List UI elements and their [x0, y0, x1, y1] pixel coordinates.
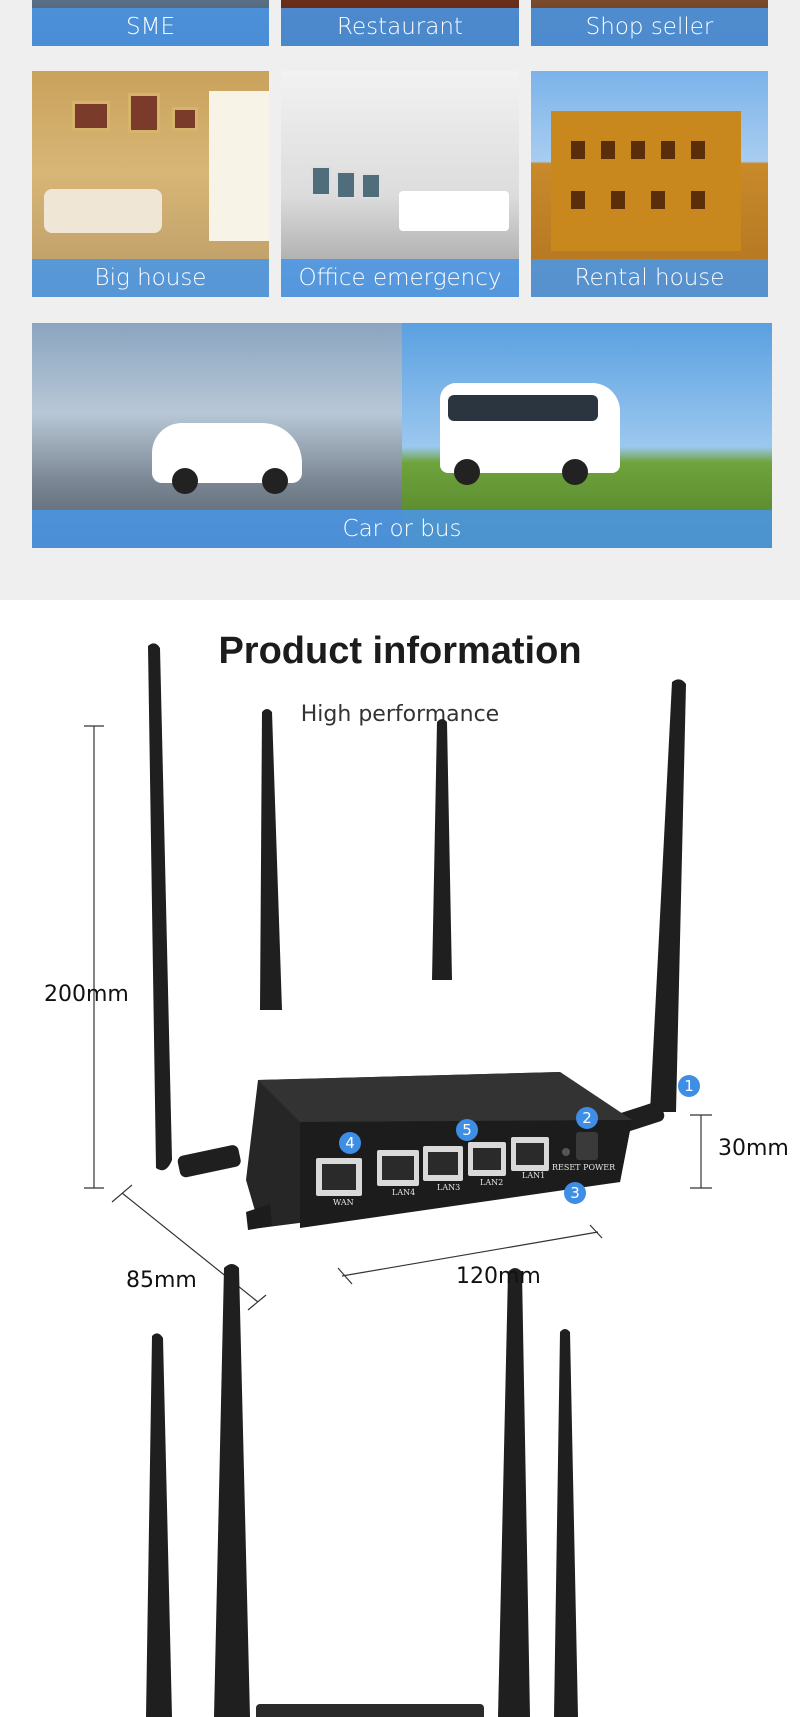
car-wheel — [262, 468, 288, 494]
usage-scenarios-section: SME Restaurant Shop seller Big house Off… — [0, 0, 800, 600]
building-window — [611, 191, 625, 209]
port-label-lan3: LAN3 — [437, 1183, 460, 1192]
building-window — [631, 141, 645, 159]
ethernet-port-lan1 — [511, 1137, 549, 1171]
callout-badge-2: 2 — [576, 1107, 598, 1129]
scenario-caption: Big house — [32, 259, 269, 297]
scenario-caption: Car or bus — [32, 510, 772, 548]
scenario-tile-rental-house: Rental house — [531, 71, 768, 297]
antenna — [148, 643, 241, 1178]
scenario-tile-restaurant: Restaurant — [281, 0, 519, 46]
picture-frame — [172, 107, 198, 131]
height-dimension-line — [84, 725, 104, 1189]
scenario-tile-big-house: Big house — [32, 71, 269, 297]
ethernet-port-lan2 — [468, 1142, 506, 1176]
scenario-caption: Shop seller — [531, 8, 768, 46]
router-dimension-diagram: WAN LAN4 LAN3 LAN2 LAN1 RESET POWER — [84, 643, 712, 1717]
video-screen — [336, 171, 356, 199]
car-wheel — [172, 468, 198, 494]
callout-badge-3: 3 — [564, 1182, 586, 1204]
antenna — [611, 679, 686, 1134]
callout-badge-4: 4 — [339, 1132, 361, 1154]
ethernet-port-wan — [316, 1158, 362, 1196]
scenario-caption: SME — [32, 8, 269, 46]
bus-wheel — [454, 459, 480, 485]
height-dimension-label: 200mm — [44, 982, 129, 1007]
antenna — [432, 719, 452, 980]
building-window — [691, 141, 705, 159]
picture-frame — [72, 101, 110, 131]
section-subtitle: High performance — [300, 702, 500, 727]
depth-dimension-label: 85mm — [126, 1268, 197, 1293]
section-title: Product information — [218, 630, 582, 672]
callout-badge-5: 5 — [456, 1119, 478, 1141]
callout-badge-1: 1 — [678, 1075, 700, 1097]
port-label-lan4: LAN4 — [392, 1188, 415, 1197]
bus-wheel — [562, 459, 588, 485]
conference-table — [399, 191, 509, 231]
video-screen — [311, 166, 331, 196]
bus-windshield — [448, 395, 598, 421]
building-window — [651, 191, 665, 209]
antenna — [260, 709, 282, 1010]
width-dimension-line — [337, 1224, 603, 1285]
power-jack — [576, 1132, 598, 1160]
building-window — [661, 141, 675, 159]
width-dimension-label: 120mm — [456, 1264, 541, 1289]
body-height-dimension-label: 30mm — [718, 1136, 789, 1161]
scenario-caption: Office emergency — [281, 259, 519, 297]
sofa — [44, 189, 162, 233]
scenario-tile-office-emergency: Office emergency — [281, 71, 519, 297]
building — [551, 111, 741, 251]
building-window — [691, 191, 705, 209]
scenario-caption: Rental house — [531, 259, 768, 297]
body-height-dimension-line — [690, 1114, 712, 1189]
port-label-wan: WAN — [333, 1198, 354, 1207]
ethernet-port-lan3 — [423, 1146, 463, 1181]
picture-frame — [128, 93, 160, 133]
port-label-lan1: LAN1 — [522, 1171, 545, 1180]
scenario-tile-car-or-bus: Car or bus — [32, 323, 772, 548]
port-label-reset-power: RESET POWER — [552, 1163, 616, 1172]
scenario-tile-shop-seller: Shop seller — [531, 0, 768, 46]
router-second-view — [146, 1264, 578, 1717]
building-window — [571, 191, 585, 209]
product-information-section: Product information High performance — [0, 600, 800, 1717]
scenario-caption: Restaurant — [281, 8, 519, 46]
reset-button — [562, 1148, 570, 1156]
port-label-lan2: LAN2 — [480, 1178, 503, 1187]
video-screen — [361, 173, 381, 199]
ethernet-port-lan4 — [377, 1150, 419, 1186]
window — [209, 91, 269, 241]
building-window — [601, 141, 615, 159]
building-window — [571, 141, 585, 159]
scenario-tile-sme: SME — [32, 0, 269, 46]
